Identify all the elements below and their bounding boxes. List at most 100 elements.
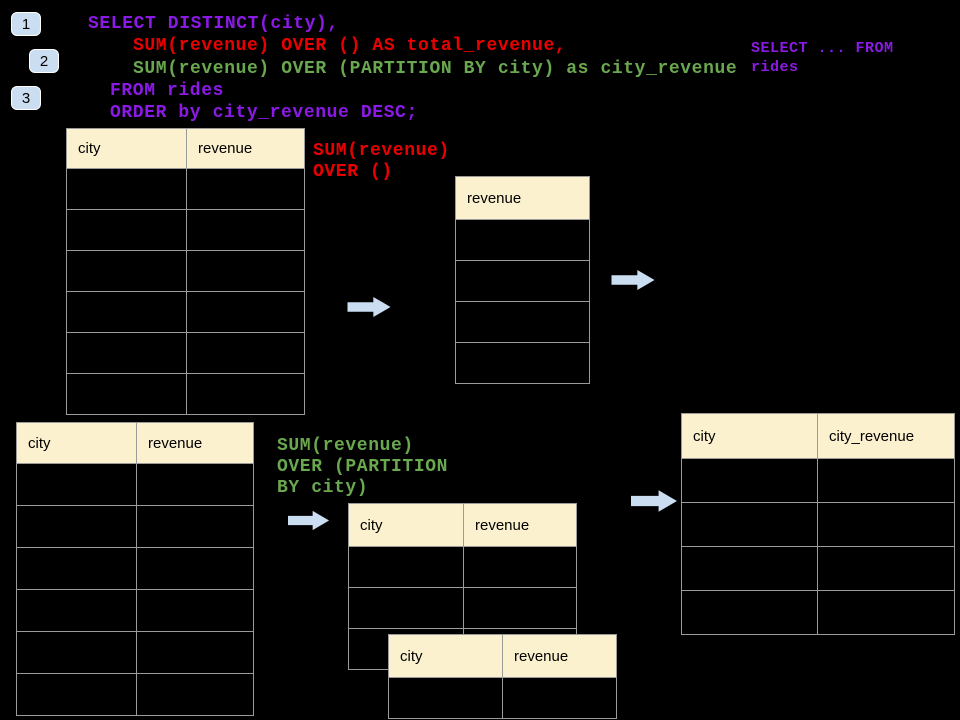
column-header-city: city <box>17 423 137 463</box>
table-cell <box>187 374 304 414</box>
table-header-row: city revenue <box>17 423 253 463</box>
table-header-row: revenue <box>456 177 589 219</box>
table-cell <box>818 503 954 546</box>
table-body <box>456 219 589 383</box>
table-row <box>682 590 954 634</box>
table-row <box>67 332 304 373</box>
table-row <box>349 587 576 628</box>
table-header-row: city revenue <box>389 635 616 677</box>
table-cell <box>349 547 464 587</box>
table-cell <box>67 169 187 209</box>
column-header-city: city <box>349 504 464 546</box>
table-cell <box>137 548 253 589</box>
table-row <box>389 677 616 718</box>
table-row <box>456 260 589 301</box>
side-note-line-1: SELECT ... FROM <box>751 40 894 57</box>
table-cell <box>137 674 253 715</box>
table-row <box>67 209 304 250</box>
flow-arrow-icon <box>347 296 391 318</box>
total-window-label-line-1: SUM(revenue) <box>313 141 450 161</box>
table-row <box>17 589 253 631</box>
table-cell <box>187 169 304 209</box>
sql-line-city-revenue: SUM(revenue) OVER (PARTITION BY city) as… <box>133 59 738 79</box>
column-header-revenue: revenue <box>198 140 253 157</box>
table-cell <box>17 590 137 631</box>
step-badge-1: 1 <box>11 12 41 36</box>
column-header-city: city <box>389 635 503 677</box>
partition-window-label-line-2: OVER (PARTITION <box>277 457 449 477</box>
table-cell <box>17 464 137 505</box>
arrow-shape <box>631 490 677 512</box>
column-header-city-revenue: city_revenue <box>829 427 915 445</box>
table-cell <box>464 588 576 628</box>
flow-arrow-icon <box>288 510 330 531</box>
table-cell <box>682 503 818 546</box>
column-header-revenue: revenue <box>475 516 530 534</box>
table-row <box>456 301 589 342</box>
column-header-revenue: revenue <box>148 434 203 452</box>
partition-window-label-line-3: BY city) <box>277 478 369 498</box>
table-cell <box>682 459 818 502</box>
table-cell <box>67 210 187 250</box>
table-cell <box>818 547 954 590</box>
table-cell <box>456 302 589 342</box>
table-row <box>67 291 304 332</box>
table-row <box>67 373 304 414</box>
table-row <box>67 250 304 291</box>
table-cell <box>503 678 616 718</box>
table-cell <box>187 251 304 291</box>
table-cell <box>818 459 954 502</box>
table-cell <box>456 220 589 260</box>
column-header-revenue: revenue <box>467 189 522 207</box>
table-cell <box>187 210 304 250</box>
table-row <box>456 342 589 383</box>
total-revenue-table: revenue <box>455 176 590 384</box>
partition-window-label-line-1: SUM(revenue) <box>277 436 414 456</box>
side-note-line-2: rides <box>751 59 799 76</box>
sql-line-from: FROM rides <box>110 81 225 101</box>
table-cell <box>67 292 187 332</box>
source-table-bottom: city revenue <box>16 422 254 716</box>
table-row <box>682 458 954 502</box>
table-header-row: city revenue <box>67 129 304 168</box>
table-cell <box>17 632 137 673</box>
column-header-revenue: revenue <box>514 647 569 665</box>
arrow-shape <box>288 510 330 531</box>
table-body <box>682 458 954 634</box>
table-cell <box>818 591 954 634</box>
partition-table-back: city revenue <box>348 503 577 670</box>
flow-arrow-icon <box>631 490 677 512</box>
table-cell <box>137 632 253 673</box>
table-row <box>17 673 253 715</box>
table-row <box>349 546 576 587</box>
table-row <box>456 219 589 260</box>
table-cell <box>456 343 589 383</box>
table-cell <box>137 590 253 631</box>
table-cell <box>389 678 503 718</box>
table-cell <box>17 674 137 715</box>
table-cell <box>682 591 818 634</box>
table-cell <box>456 261 589 301</box>
table-cell <box>67 333 187 373</box>
step-badge-3: 3 <box>11 86 41 110</box>
table-body <box>17 463 253 715</box>
table-cell <box>349 588 464 628</box>
table-cell <box>187 292 304 332</box>
table-body <box>67 168 304 414</box>
table-cell <box>67 374 187 414</box>
flow-arrow-icon <box>611 269 655 291</box>
table-cell <box>464 547 576 587</box>
step-badge-2: 2 <box>29 49 59 73</box>
table-row <box>17 463 253 505</box>
sql-line-order-by: ORDER by city_revenue DESC; <box>110 103 418 123</box>
table-cell <box>67 251 187 291</box>
column-header-city: city <box>682 414 818 458</box>
table-row <box>682 502 954 546</box>
total-window-label-line-2: OVER () <box>313 162 393 182</box>
table-cell <box>682 547 818 590</box>
table-cell <box>137 464 253 505</box>
table-row <box>17 547 253 589</box>
table-row <box>17 631 253 673</box>
table-cell <box>137 506 253 547</box>
